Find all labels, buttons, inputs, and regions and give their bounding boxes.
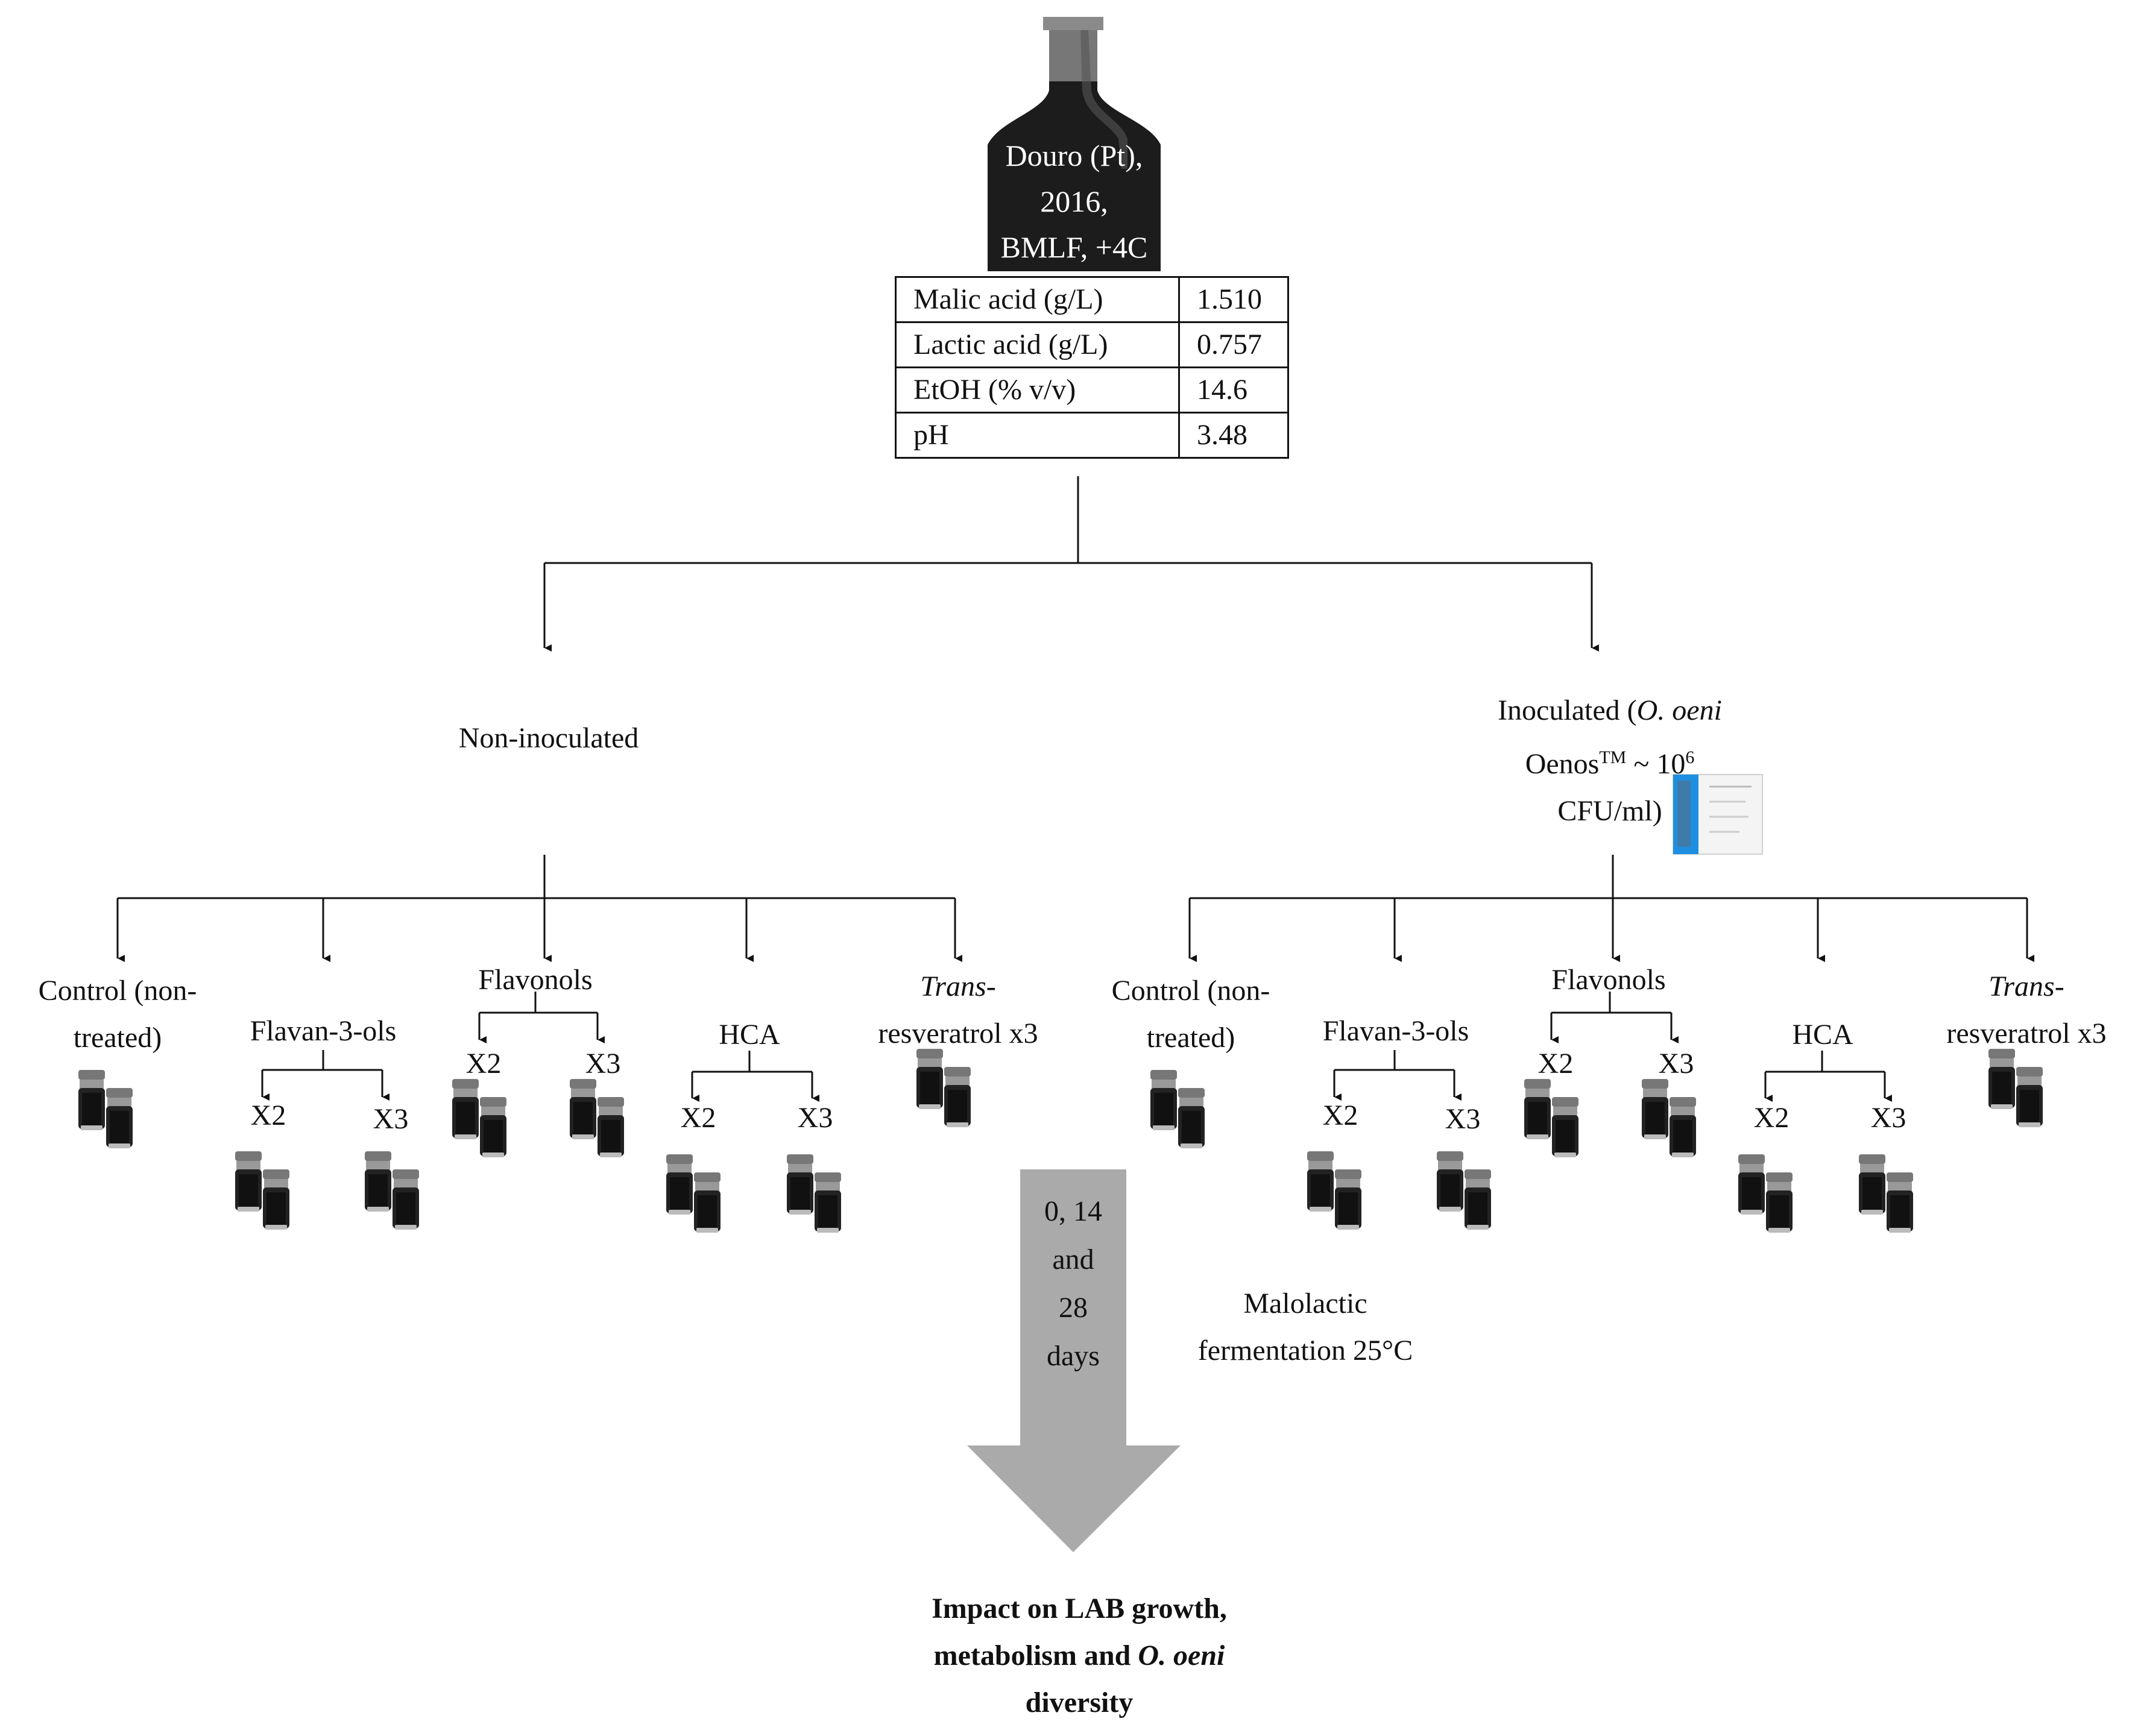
table-row: EtOH (% v/v) 14.6 <box>895 366 1289 414</box>
vial-icon <box>365 1151 419 1230</box>
x3-label: X3 <box>373 1103 409 1135</box>
property-label: pH <box>895 412 1180 459</box>
vial-icon <box>666 1154 721 1233</box>
outcome-label: Impact on LAB growth, metabolism and O. … <box>932 1593 1227 1719</box>
inoculated-line-3: CFU/ml) <box>1557 795 1662 827</box>
vial-icon <box>78 1070 133 1148</box>
property-value: 1.510 <box>1178 276 1289 323</box>
hca-label-left: HCA <box>719 1019 780 1051</box>
vial-icon <box>1738 1154 1793 1233</box>
wine-bottle-icon <box>988 17 1161 271</box>
right-treatment-tree <box>1188 855 2034 1102</box>
trans-resveratrol-label-right: Trans- resveratrol x3 <box>1946 970 2107 1049</box>
x3-label: X3 <box>797 1102 833 1134</box>
inoculated-line-1: Inoculated (O. oeni <box>1498 694 1722 726</box>
hca-label-right: HCA <box>1792 1019 1853 1051</box>
flavanols-label-left: Flavan-3-ols <box>250 1015 397 1047</box>
property-label: Malic acid (g/L) <box>895 276 1180 323</box>
left-treatment-tree <box>116 855 962 1102</box>
x2-label: X2 <box>680 1102 716 1134</box>
vial-icon <box>1150 1070 1205 1148</box>
vial-icon <box>235 1151 289 1230</box>
vial-icon <box>570 1079 624 1157</box>
x3-label: X3 <box>1870 1102 1906 1134</box>
table-row: pH 3.48 <box>895 412 1289 459</box>
vial-icon <box>787 1154 841 1233</box>
property-value: 3.48 <box>1178 412 1289 459</box>
process-arrow <box>967 1169 1181 1552</box>
trans-resveratrol-label-left: Trans- resveratrol x3 <box>878 970 1038 1049</box>
x3-label: X3 <box>1445 1103 1481 1135</box>
x2-label: X2 <box>1322 1099 1358 1131</box>
table-row: Lactic acid (g/L) 0.757 <box>895 321 1289 368</box>
x3-label: X3 <box>1658 1048 1694 1080</box>
vial-icon <box>1524 1079 1578 1157</box>
property-value: 14.6 <box>1178 366 1289 414</box>
flavonols-label-left: Flavonols <box>478 964 593 996</box>
inoculated-line-2: OenosTM ~ 106 <box>1525 747 1695 780</box>
malolactic-fermentation-label: Malolactic fermentation 25°C <box>1197 1288 1413 1366</box>
property-value: 0.757 <box>1178 321 1289 368</box>
starter-culture-sachet-icon <box>1673 774 1763 855</box>
vial-icon <box>1988 1049 2043 1127</box>
property-label: Lactic acid (g/L) <box>895 321 1180 368</box>
flavanols-label-right: Flavan-3-ols <box>1322 1015 1469 1047</box>
vial-icon <box>1437 1151 1491 1230</box>
non-inoculated-label: Non-inoculated <box>458 722 639 754</box>
x2-label: X2 <box>1537 1048 1574 1080</box>
flavonols-label-right: Flavonols <box>1551 964 1666 996</box>
bottle-line-1: Douro (Pt), <box>1005 139 1143 172</box>
bottle-line-2: 2016, <box>1040 184 1108 218</box>
x2-label: X2 <box>250 1099 286 1131</box>
connector-lines <box>543 476 1599 652</box>
sampling-days-label: 0, 14 and 28 days <box>1044 1195 1102 1372</box>
vial-icon <box>1859 1154 1913 1233</box>
property-label: EtOH (% v/v) <box>895 366 1180 414</box>
inoculated-label: Inoculated (O. oeni OenosTM ~ 106 CFU/ml… <box>1405 687 1815 835</box>
vial-icon <box>1307 1151 1361 1230</box>
control-label-left: Control (non- treated) <box>38 975 197 1054</box>
x2-label: X2 <box>1753 1102 1790 1134</box>
x3-label: X3 <box>585 1048 621 1080</box>
control-label-right: Control (non- treated) <box>1111 975 1270 1054</box>
bottle-line-3: BMLF, +4C <box>1000 230 1148 264</box>
bottle-label: Douro (Pt), 2016, BMLF, +4C <box>989 133 1159 270</box>
table-row: Malic acid (g/L) 1.510 <box>895 276 1289 323</box>
wine-properties-table: Malic acid (g/L) 1.510 Lactic acid (g/L)… <box>895 276 1289 459</box>
x2-label: X2 <box>465 1048 502 1080</box>
vial-icon <box>452 1079 506 1157</box>
vial-icon <box>1642 1079 1696 1157</box>
vial-icon <box>916 1049 971 1127</box>
